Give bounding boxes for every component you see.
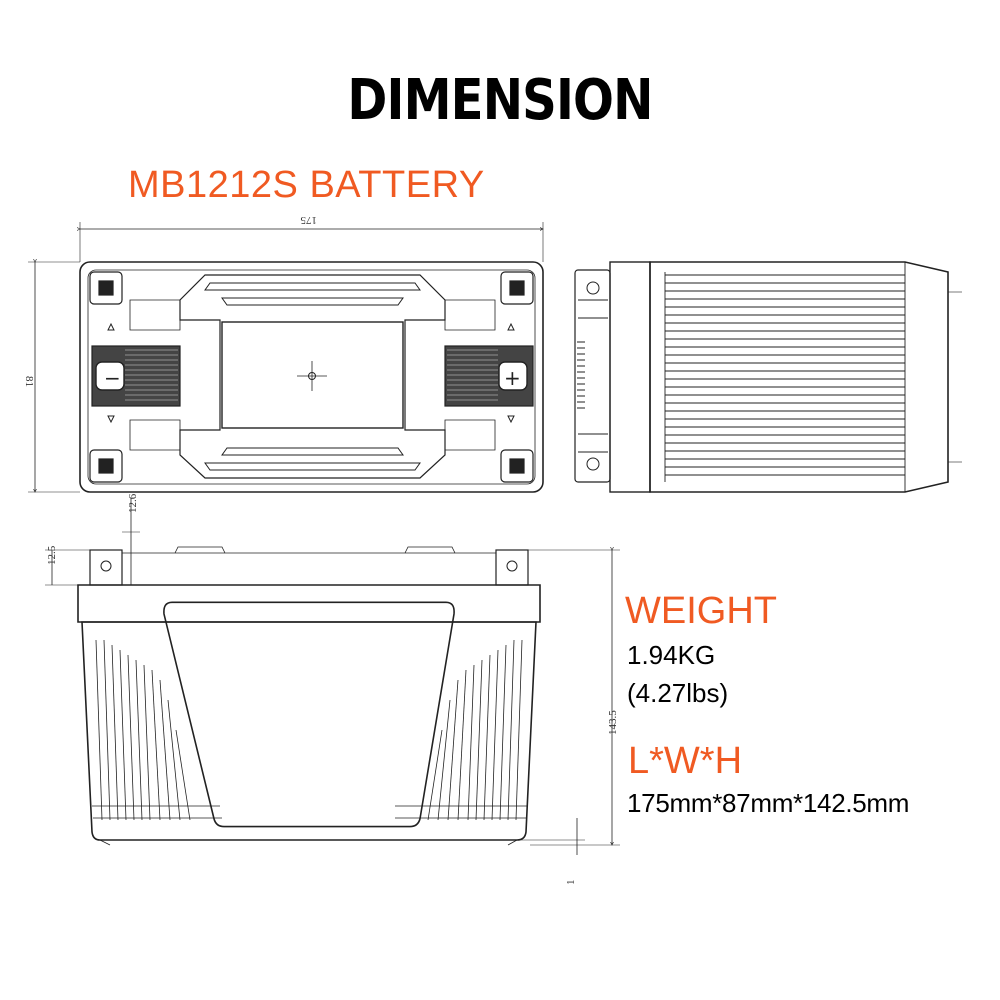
terminal-offset-label: 12.6	[127, 493, 139, 513]
size-heading: L*W*H	[628, 740, 743, 782]
weight-lbs: (4.27lbs)	[627, 678, 729, 708]
front-view	[45, 498, 620, 855]
negative-terminal-area	[91, 322, 181, 424]
terminal-height-label: 12.5	[46, 545, 58, 565]
weight-kg: 1.94KG	[627, 640, 716, 670]
front-ribs-right	[427, 639, 523, 821]
front-label-panel	[163, 601, 455, 828]
positive-terminal-area	[444, 322, 534, 424]
front-ribs-left	[95, 639, 191, 821]
top-view	[28, 222, 544, 493]
center-label-area	[221, 321, 404, 429]
top-outline	[79, 261, 544, 493]
corner-bolts	[89, 271, 534, 483]
foot-dim-label: 1	[565, 880, 577, 886]
positive-terminal-symbol: +	[504, 366, 521, 390]
negative-terminal-symbol: −	[104, 366, 121, 390]
size-value: 175mm*87mm*142.5mm	[627, 788, 910, 818]
side-view	[574, 261, 962, 493]
side-view-ribs	[665, 274, 905, 476]
weight-heading: WEIGHT	[625, 590, 777, 632]
product-name: MB1212S BATTERY	[128, 164, 485, 206]
depth-dim-label: 81	[23, 376, 35, 387]
side-view-terminal-ribs	[577, 341, 585, 409]
width-dim-label: 175	[300, 214, 317, 226]
page-title: DIMENSION	[347, 68, 653, 133]
overall-height-label: 143.5	[607, 710, 619, 735]
